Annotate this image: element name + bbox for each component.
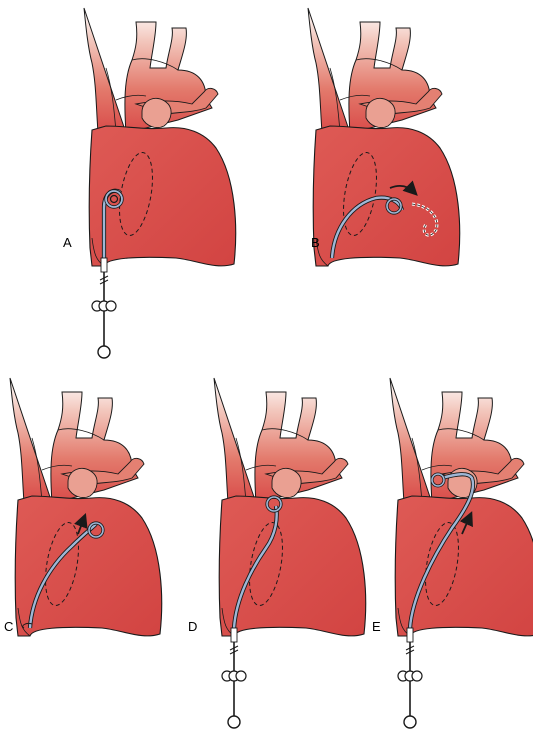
panel-a [83, 7, 237, 359]
catheter-c [22, 512, 105, 629]
catheter-e [407, 472, 476, 629]
label-panel-c: C [4, 619, 13, 634]
catheter-a [101, 188, 124, 258]
label-panel-a: A [63, 235, 72, 250]
label-panel-b: B [311, 235, 320, 250]
catheter-d [231, 495, 283, 629]
panel-b [307, 7, 461, 267]
panel-e [389, 377, 533, 729]
panel-c [9, 377, 163, 637]
label-panel-e: E [372, 619, 381, 634]
label-panel-d: D [188, 619, 197, 634]
catheter-b [329, 180, 439, 259]
panel-d [213, 377, 367, 729]
